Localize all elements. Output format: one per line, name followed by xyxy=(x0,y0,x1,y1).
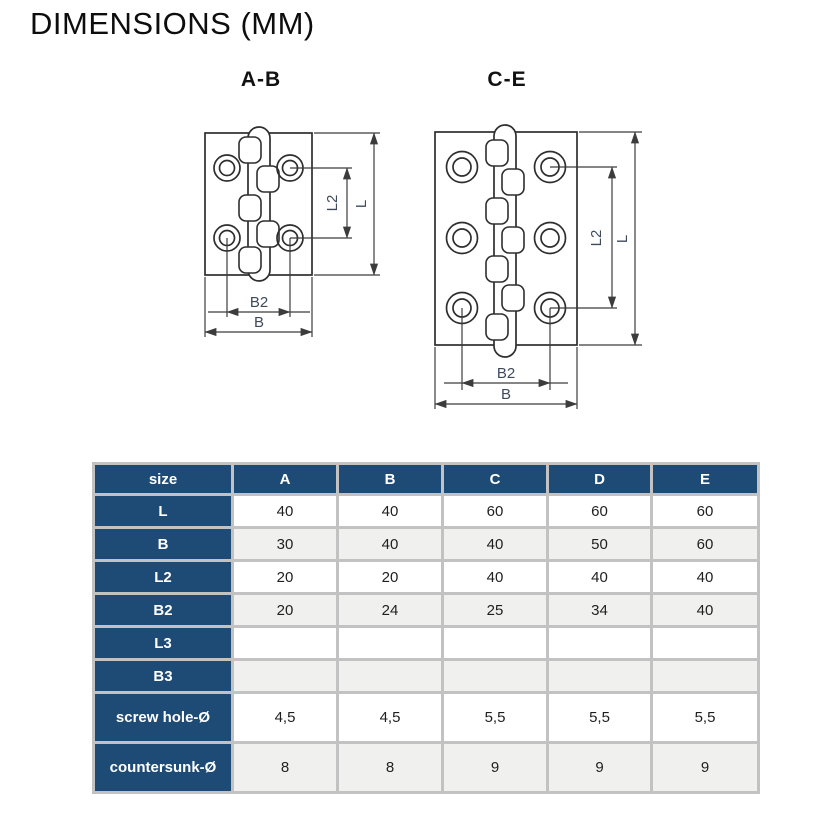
dim-label-l-ce: L xyxy=(614,235,631,243)
value-cell: 30 xyxy=(231,526,339,562)
value-cell: 40 xyxy=(650,592,760,628)
row-label: B3 xyxy=(92,658,234,694)
value-cell xyxy=(441,625,549,661)
value-cell xyxy=(546,625,653,661)
value-cell: 40 xyxy=(336,526,444,562)
hinge-knuckles-ab xyxy=(238,136,280,274)
table-row-l3: L3 xyxy=(92,625,760,661)
hinge-knuckles-ce xyxy=(485,139,525,341)
value-cell: 34 xyxy=(546,592,653,628)
value-cell: 40 xyxy=(336,493,444,529)
value-cell: 8 xyxy=(231,741,339,794)
value-cell: 40 xyxy=(441,526,549,562)
value-cell: 20 xyxy=(231,559,339,595)
value-cell: 60 xyxy=(546,493,653,529)
dimension-lines-ce: L2 L B2 B xyxy=(434,131,642,409)
value-cell xyxy=(650,625,760,661)
dim-label-l-ab: L xyxy=(353,200,370,208)
hinge-body-ab xyxy=(204,126,313,282)
value-cell xyxy=(231,658,339,694)
value-cell xyxy=(441,658,549,694)
dim-label-b2-ab: B2 xyxy=(250,294,268,311)
row-label: B2 xyxy=(92,592,234,628)
value-cell xyxy=(336,625,444,661)
header-cell-d: D xyxy=(546,462,653,496)
value-cell: 9 xyxy=(441,741,549,794)
value-cell: 4,5 xyxy=(336,691,444,744)
dim-label-b2-ce: B2 xyxy=(497,365,515,382)
value-cell: 9 xyxy=(546,741,653,794)
screw-holes-ce xyxy=(445,150,567,325)
value-cell xyxy=(546,658,653,694)
value-cell: 60 xyxy=(441,493,549,529)
drawing-label-ce: C-E xyxy=(487,68,526,91)
table-row-b2: B2 20 24 25 34 40 xyxy=(92,592,760,628)
hinge-body-ce xyxy=(434,124,578,358)
row-label: B xyxy=(92,526,234,562)
value-cell: 40 xyxy=(546,559,653,595)
value-cell xyxy=(231,625,339,661)
table-row-countersunk: countersunk-Ø 8 8 9 9 9 xyxy=(92,741,760,794)
page-title: DIMENSIONS (MM) xyxy=(30,6,315,41)
header-cell-a: A xyxy=(231,462,339,496)
row-label: L xyxy=(92,493,234,529)
value-cell: 5,5 xyxy=(441,691,549,744)
value-cell: 20 xyxy=(336,559,444,595)
value-cell: 40 xyxy=(650,559,760,595)
dim-label-l2-ce: L2 xyxy=(588,230,605,247)
table-row-b3: B3 xyxy=(92,658,760,694)
dim-label-b-ce: B xyxy=(501,386,511,403)
value-cell xyxy=(336,658,444,694)
value-cell: 40 xyxy=(231,493,339,529)
value-cell: 4,5 xyxy=(231,691,339,744)
value-cell: 24 xyxy=(336,592,444,628)
dimensions-table: size A B C D E L 40 40 60 60 60 B 30 40 … xyxy=(92,462,760,794)
dim-label-l2-ab: L2 xyxy=(324,195,341,212)
value-cell: 5,5 xyxy=(546,691,653,744)
header-cell-c: C xyxy=(441,462,549,496)
row-label: countersunk-Ø xyxy=(92,741,234,794)
value-cell: 9 xyxy=(650,741,760,794)
hinge-drawing-ab: A-B xyxy=(204,68,380,337)
header-cell-size: size xyxy=(92,462,234,496)
table-row-screw-hole: screw hole-Ø 4,5 4,5 5,5 5,5 5,5 xyxy=(92,691,760,744)
table-row-l2: L2 20 20 40 40 40 xyxy=(92,559,760,595)
value-cell: 50 xyxy=(546,526,653,562)
value-cell: 5,5 xyxy=(650,691,760,744)
drawing-label-ab: A-B xyxy=(241,68,281,91)
table-header-row: size A B C D E xyxy=(92,462,760,496)
row-label: screw hole-Ø xyxy=(92,691,234,744)
value-cell: 60 xyxy=(650,493,760,529)
value-cell: 60 xyxy=(650,526,760,562)
row-label: L3 xyxy=(92,625,234,661)
value-cell: 40 xyxy=(441,559,549,595)
dimension-lines-ab: L2 L B2 B xyxy=(204,132,380,337)
header-cell-b: B xyxy=(336,462,444,496)
value-cell: 8 xyxy=(336,741,444,794)
dim-label-b-ab: B xyxy=(254,314,264,331)
value-cell xyxy=(650,658,760,694)
table-row-b: B 30 40 40 50 60 xyxy=(92,526,760,562)
hinge-drawing-ce: C-E xyxy=(434,68,642,409)
table-row-l: L 40 40 60 60 60 xyxy=(92,493,760,529)
row-label: L2 xyxy=(92,559,234,595)
value-cell: 20 xyxy=(231,592,339,628)
header-cell-e: E xyxy=(650,462,760,496)
value-cell: 25 xyxy=(441,592,549,628)
